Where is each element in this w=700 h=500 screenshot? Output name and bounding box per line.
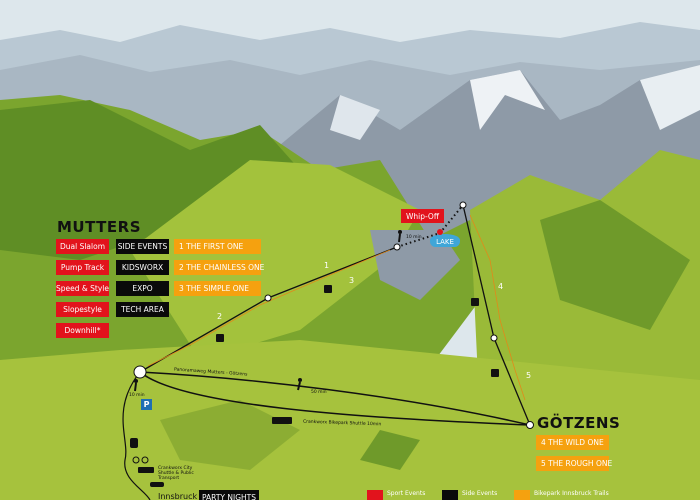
trail-2[interactable]: 2 THE CHAINLESS ONE — [174, 260, 264, 275]
goetzens-title: GÖTZENS — [537, 414, 621, 432]
side-tech-area[interactable]: TECH AREA — [116, 302, 169, 317]
panorama-path — [139, 371, 531, 426]
legend-side: Side Events — [442, 490, 497, 500]
innsbruck-label: Innsbruck — [158, 492, 198, 500]
city-shuttle-label: Crankworx City Shuttle & Public Transpor… — [158, 466, 194, 481]
legend-label: Sport Events — [387, 490, 426, 497]
event-downhill[interactable]: Downhill* — [56, 323, 109, 338]
event-slopestyle[interactable]: Slopestyle — [56, 302, 109, 317]
side-events[interactable]: SIDE EVENTS — [116, 239, 169, 254]
trail-number-4: 4 — [498, 282, 504, 291]
parking-sign: P — [141, 399, 152, 410]
legend-trails: Bikepark Innsbruck Trails — [514, 490, 609, 500]
side-kidsworx[interactable]: KIDSWORX — [116, 260, 169, 275]
trail-1[interactable]: 1 THE FIRST ONE — [174, 239, 261, 254]
legend-sport: Sport Events — [367, 490, 425, 500]
trail-number-2: 2 — [217, 312, 223, 321]
trail-number-5: 5 — [526, 371, 532, 380]
trail-number-3: 3 — [349, 276, 355, 285]
hike-mutters-time: 10 min — [129, 393, 145, 398]
hike-top-time: 10 min — [406, 235, 422, 240]
valley — [0, 340, 700, 500]
station-goetzens — [526, 421, 534, 429]
trail-number-1: 1 — [324, 261, 330, 270]
legend-swatch-red — [367, 490, 383, 500]
station-mutters — [133, 365, 147, 379]
event-speed-style[interactable]: Speed & Style — [56, 281, 109, 296]
legend-swatch-orange — [514, 490, 530, 500]
whip-off-label[interactable]: Whip-Off — [401, 209, 444, 223]
trail-3[interactable]: 3 THE SIMPLE ONE — [174, 281, 261, 296]
party-nights[interactable]: PARTY NIGHTS — [199, 490, 259, 500]
lake-label: LAKE — [430, 236, 460, 247]
trail-5[interactable]: 5 THE ROUGH ONE — [536, 456, 612, 471]
whip-off-marker — [437, 229, 443, 235]
legend-swatch-black — [442, 490, 458, 500]
event-pump-track[interactable]: Pump Track — [56, 260, 109, 275]
side-expo[interactable]: EXPO — [116, 281, 169, 296]
shuttle-road — [139, 371, 531, 426]
legend-label: Bikepark Innsbruck Trails — [534, 490, 609, 497]
mutters-title: MUTTERS — [57, 218, 142, 236]
legend-label: Side Events — [462, 490, 498, 497]
hike-panorama-time: 50 min — [311, 390, 327, 395]
innsbruck-road — [122, 371, 151, 500]
event-dual-slalom[interactable]: Dual Slalom — [56, 239, 109, 254]
trail-4[interactable]: 4 THE WILD ONE — [536, 435, 609, 450]
